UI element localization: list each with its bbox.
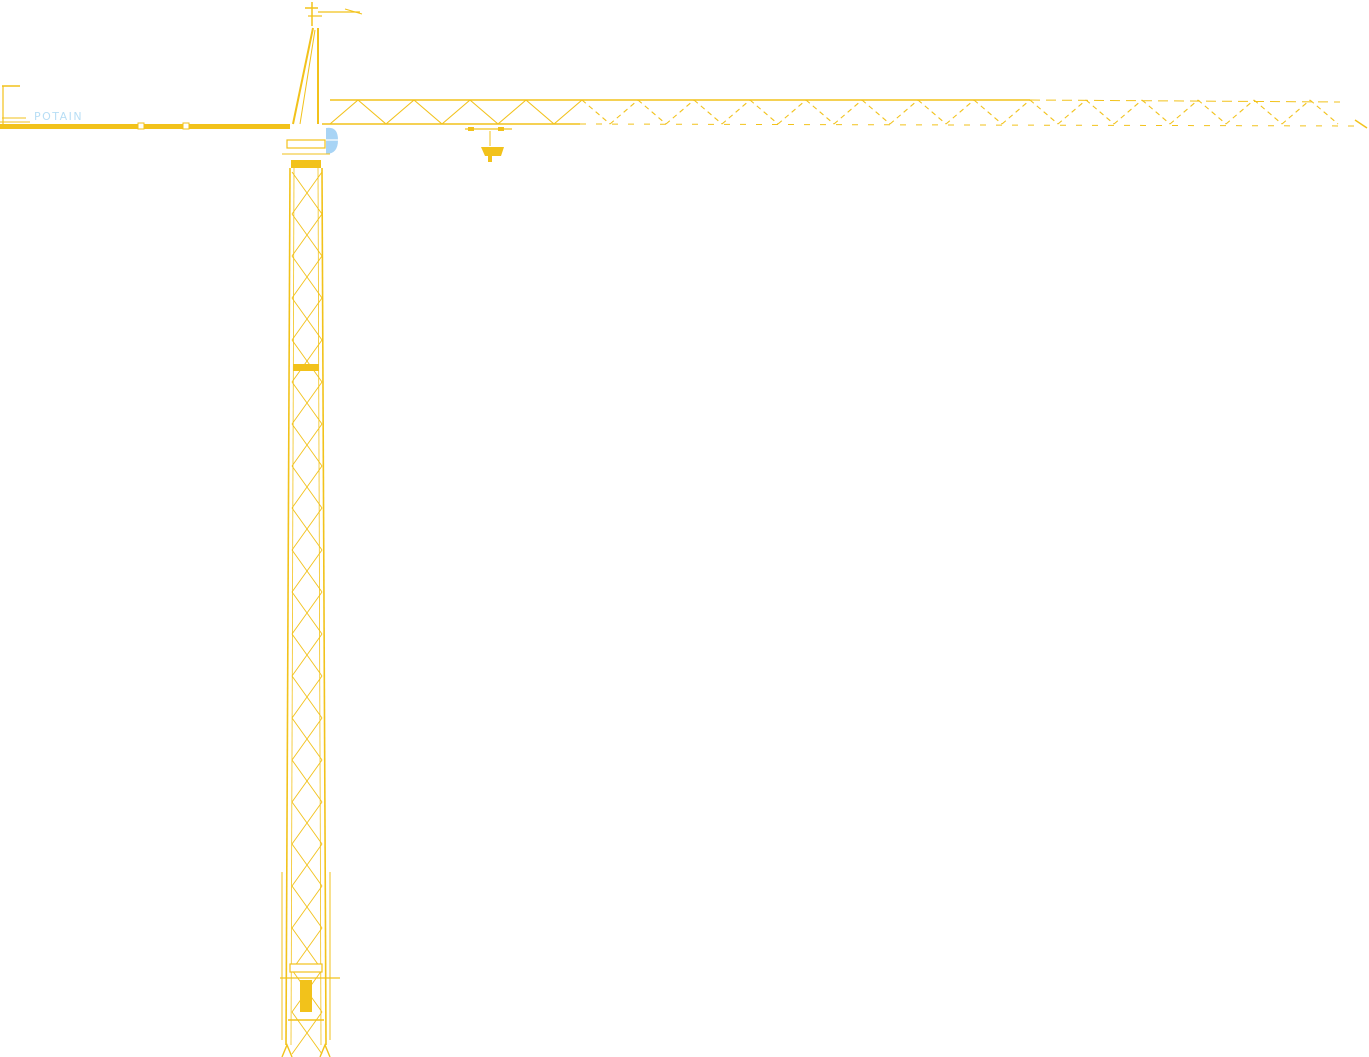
mast-brace [291,1011,323,1055]
mast-brace [291,675,323,719]
jib-brace [777,99,807,125]
mast-brace [291,843,323,887]
mast-brace [291,213,323,257]
jib-brace [945,99,975,125]
jib-brace [1141,99,1171,125]
jib-brace [721,99,751,125]
jib-brace [1113,99,1143,125]
mast-brace [291,759,323,803]
jib-brace [805,99,835,125]
jib-brace [1001,99,1031,125]
jib-brace [441,99,471,125]
jib-brace [1309,99,1339,125]
tower-peak [292,2,363,125]
tower-base [280,872,340,1057]
jib-brace [1029,99,1059,125]
jib-brace [665,99,695,125]
mast-brace [291,633,323,677]
jib-brace [609,99,639,125]
tower-mast [285,167,327,1055]
jib-brace [749,99,779,125]
jib-brace [917,99,947,125]
jib-brace [1169,99,1199,125]
jib-brace [413,99,443,125]
mast-brace [291,381,323,425]
mast-brace [291,927,323,971]
jib-brace [1281,99,1311,125]
jib-brace [525,99,555,125]
slewing-unit [282,139,330,168]
mast-brace [291,423,323,467]
jib [322,99,1368,130]
mast-brace [291,591,323,635]
mast-brace [291,549,323,593]
jib-brace [497,99,527,125]
jib-brace [637,99,667,125]
jib-brace [973,99,1003,125]
jib-brace [1085,99,1115,125]
mast-brace [291,885,323,929]
jib-brace [693,99,723,125]
operator-cab [326,127,338,154]
jib-brace [1197,99,1227,125]
jib-brace [889,99,919,125]
jib-brace [357,99,387,125]
mast-brace [291,801,323,845]
counter-jib: POTAIN [0,85,290,130]
jib-brace [1225,99,1255,125]
jib-brace [581,99,611,125]
mast-brace [291,465,323,509]
jib-brace [553,99,583,125]
mast-brace [291,255,323,299]
mast-brace [291,297,323,341]
jib-brace [329,99,359,125]
jib-brace [385,99,415,125]
jib-brace [833,99,863,125]
mast-brace [291,717,323,761]
trolley-hook [468,127,504,162]
mast-brace [291,507,323,551]
mast-brace [291,339,323,383]
jib-brace [469,99,499,125]
jib-brace [1253,99,1283,125]
jib-brace [861,99,891,125]
jib-brace [1057,99,1087,125]
brand-label: POTAIN [34,110,83,123]
mast-brace [291,171,323,215]
